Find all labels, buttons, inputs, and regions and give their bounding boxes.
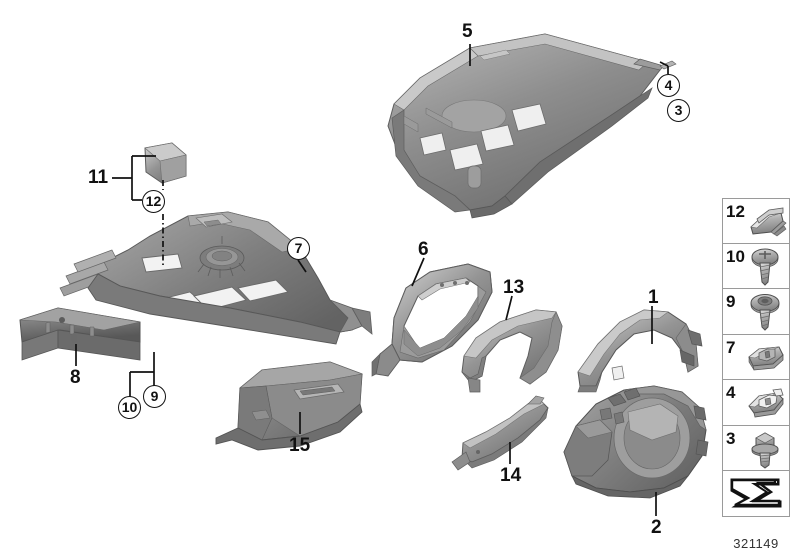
fastener-number-12: 12 [726, 202, 745, 221]
direction-marker-box [722, 471, 790, 517]
fastener-number-4: 4 [726, 383, 736, 402]
spring-clip-icon [750, 207, 787, 237]
hex-flange-screw-icon [750, 294, 780, 331]
label-8: 8 [70, 367, 81, 388]
sheet-metal-nut-icon [748, 345, 784, 370]
part-13-artwork [461, 309, 563, 393]
label-13: 13 [503, 277, 525, 298]
fastener-number-3: 3 [726, 428, 736, 448]
hex-bolt-icon [751, 431, 779, 469]
label-15: 15 [289, 435, 311, 456]
fastener-row-7[interactable]: 7 [722, 334, 790, 380]
part-1-artwork [577, 309, 703, 393]
pan-head-screw-icon [751, 248, 779, 286]
circle-callout-4: 4 [657, 74, 680, 97]
part-11-artwork [144, 142, 187, 184]
label-5: 5 [462, 21, 473, 42]
label-1: 1 [648, 287, 659, 308]
fastener-row-10[interactable]: 10 [722, 243, 790, 289]
diagram-id-number: 321149 [733, 536, 779, 551]
hook-arrow-icon [730, 478, 782, 508]
part-8-artwork [19, 307, 141, 361]
circle-callout-12: 12 [142, 190, 165, 213]
circle-callout-7: 7 [287, 237, 310, 260]
part-15-artwork [215, 361, 364, 451]
part-7-artwork [19, 211, 373, 361]
circle-callout-10: 10 [118, 396, 141, 419]
expanding-nut-icon [748, 388, 784, 418]
label-14: 14 [500, 465, 522, 486]
label-6: 6 [418, 239, 429, 260]
part-14-artwork [451, 395, 549, 471]
label-11: 11 [88, 167, 109, 188]
fastener-number-7: 7 [726, 337, 736, 357]
part-2-artwork [563, 385, 709, 499]
fastener-row-4[interactable]: 4 [722, 380, 790, 426]
circle-callout-3: 3 [667, 99, 690, 122]
fastener-number-9: 9 [726, 292, 736, 311]
part-5-artwork [387, 33, 677, 219]
leader-lines [75, 44, 669, 516]
part-6-artwork [371, 263, 493, 377]
fastener-row-3[interactable]: 3 [722, 425, 790, 471]
fastener-row-9[interactable]: 9 [722, 289, 790, 335]
fastener-number-10: 10 [726, 246, 745, 266]
label-2: 2 [651, 517, 662, 538]
circle-callout-9: 9 [143, 385, 166, 408]
fastener-row-12[interactable]: 12 [722, 198, 790, 244]
fastener-legend: 12 10 9 [722, 198, 790, 517]
